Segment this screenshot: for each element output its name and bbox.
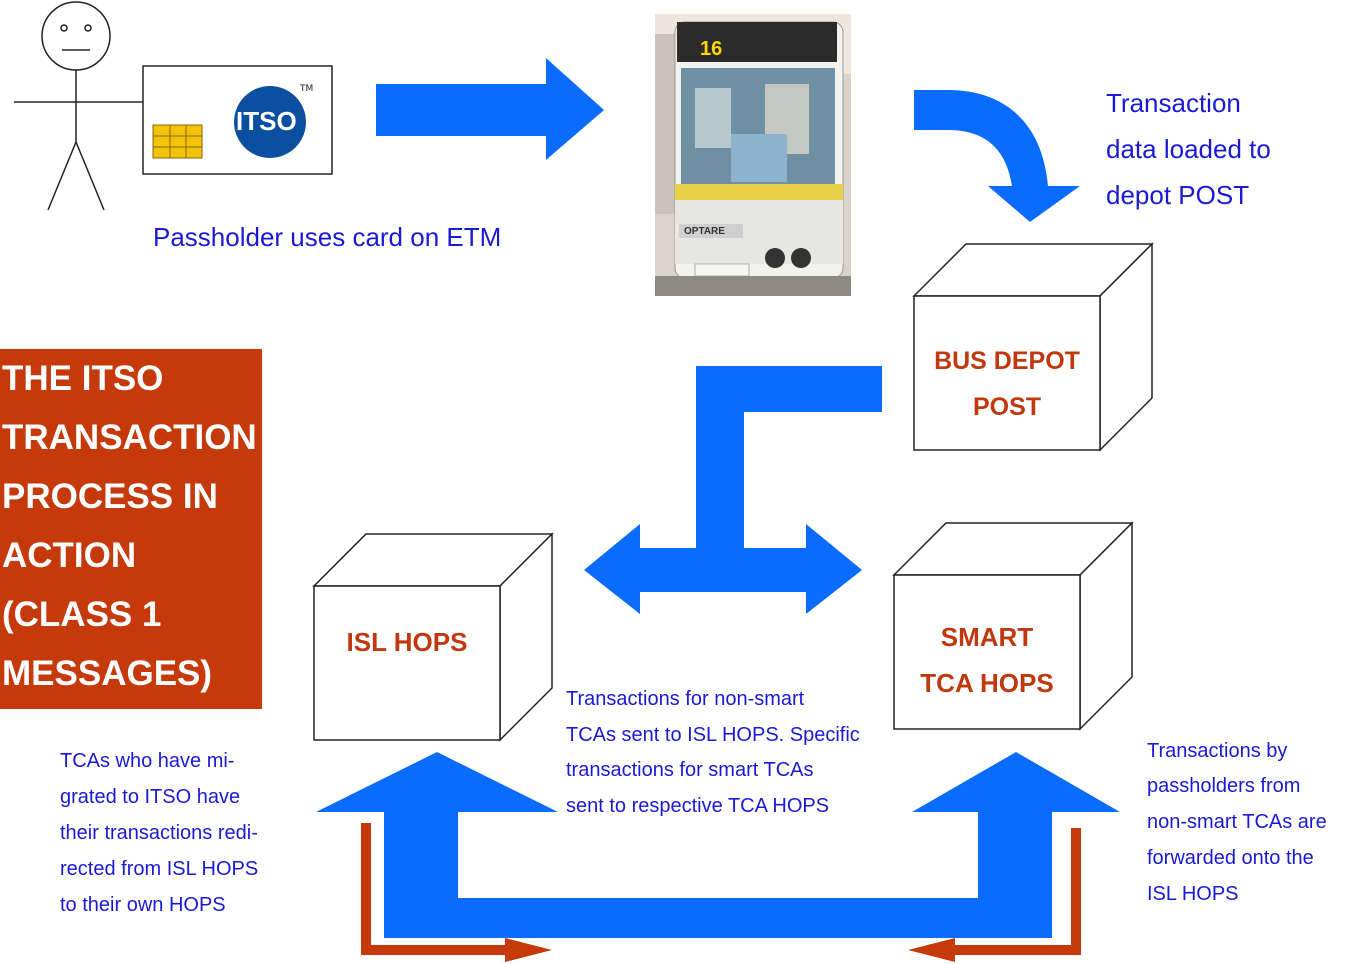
- isl-hops-label-line: ISL HOPS: [346, 627, 468, 657]
- arrow-bottom-loop: [316, 752, 1120, 938]
- arrow-post-to-distribution: [696, 366, 882, 548]
- title-line: ACTION: [2, 536, 137, 575]
- caption-passholders-line: Transactions by: [1147, 740, 1288, 762]
- bus-depot-post-box: [912, 242, 1154, 452]
- arrow-double-isl-smart: [584, 524, 862, 614]
- title-line: THE ITSO: [2, 359, 164, 398]
- figure-head: [41, 1, 111, 71]
- card-chip: [152, 124, 203, 159]
- smart-tca-hops-label: SMART TCA HOPS: [894, 614, 1080, 706]
- isl-hops-label: ISL HOPS: [314, 624, 500, 660]
- caption-transaction-data-line: Transaction: [1106, 88, 1241, 118]
- smart-tca-hops-box: [892, 521, 1134, 731]
- title-line: PROCESS IN: [2, 477, 218, 516]
- passholder-figure: [14, 1, 148, 211]
- caption-non-smart-line: Transactions for non-smart: [566, 688, 805, 710]
- bus-depot-label-line: POST: [972, 393, 1042, 421]
- isl-hops-box: [312, 532, 554, 742]
- arrow-card-to-bus: [376, 58, 604, 160]
- title-block: THE ITSO TRANSACTION PROCESS IN ACTION (…: [0, 349, 262, 709]
- caption-non-smart-line: TCAs sent to ISL HOPS. Specific: [566, 724, 860, 746]
- title-line: MESSAGES): [2, 654, 213, 693]
- caption-migrated-line: rected from ISL HOPS: [60, 858, 259, 880]
- smart-tca-label-line: SMART: [940, 622, 1034, 652]
- bus-photo: [655, 14, 851, 296]
- caption-passholder: Passholder uses card on ETM: [153, 222, 502, 252]
- caption-migrated-line: TCAs who have mi-: [60, 750, 235, 772]
- itso-trademark: TM: [300, 84, 314, 94]
- itso-card: [142, 65, 333, 175]
- figure-leg-right: [75, 141, 105, 211]
- red-bracket-left: [361, 823, 552, 962]
- figure-eye-right: [84, 24, 92, 32]
- figure-leg-left: [47, 141, 77, 211]
- caption-transaction-data-line: depot POST: [1106, 180, 1250, 210]
- red-bracket-right: [908, 828, 1081, 962]
- caption-transaction-data-line: data loaded to: [1106, 134, 1271, 164]
- caption-non-smart-line: transactions for smart TCAs: [566, 759, 814, 781]
- caption-passholders-line: non-smart TCAs are: [1147, 811, 1327, 833]
- title-line: TRANSACTION: [2, 418, 257, 457]
- caption-migrated-line: their transactions redi-: [60, 822, 258, 844]
- caption-non-smart-line: sent to respective TCA HOPS: [566, 795, 830, 817]
- bus-depot-post-label: BUS DEPOT POST: [914, 338, 1100, 430]
- bus-depot-label-line: BUS DEPOT: [934, 347, 1080, 375]
- figure-eye-left: [60, 24, 68, 32]
- itso-logo-circle: [234, 86, 306, 158]
- title-line: (CLASS 1: [2, 595, 162, 634]
- caption-passholders-line: ISL HOPS: [1147, 883, 1239, 905]
- caption-migrated-line: grated to ITSO have: [60, 786, 241, 808]
- arrow-bus-to-depot: [914, 90, 1080, 222]
- caption-passholders-line: forwarded onto the: [1147, 847, 1314, 869]
- itso-logo-text: ITSO: [236, 106, 297, 136]
- smart-tca-label-line: TCA HOPS: [920, 668, 1054, 698]
- caption-migrated-line: to their own HOPS: [60, 894, 226, 916]
- caption-passholders-line: passholders from: [1147, 775, 1301, 797]
- bus-brand: OPTARE: [684, 226, 725, 237]
- bus-route-number: 16: [700, 38, 723, 60]
